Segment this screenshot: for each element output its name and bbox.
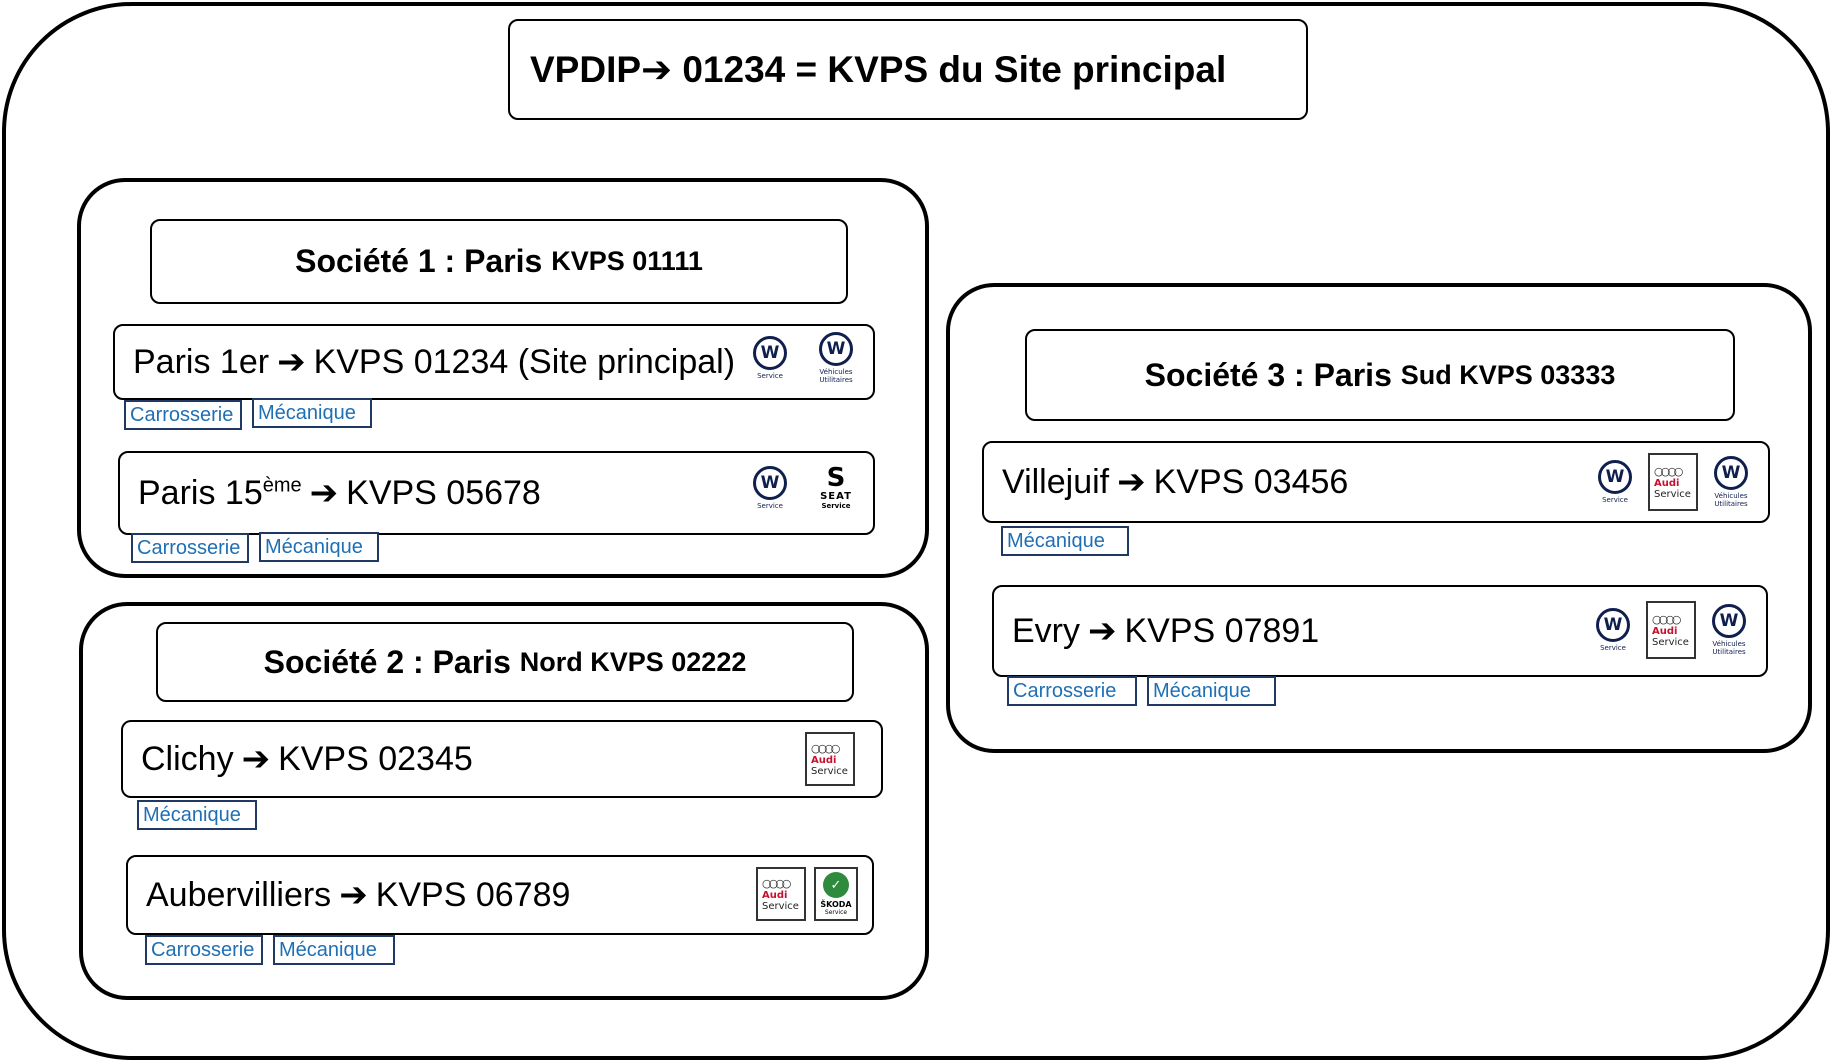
- brand-logos: ○○○○ Audi Service: [805, 732, 855, 786]
- vw-service-logo: W Service: [743, 465, 797, 510]
- site-name: Aubervilliers: [146, 875, 332, 914]
- site-kvps: KVPS 06789: [375, 875, 571, 914]
- audi-service-logo: ○○○○ Audi Service: [805, 732, 855, 786]
- main-title-box: VPDIP ➔ 01234 = KVPS du Site principal: [508, 19, 1308, 120]
- site-villejuif: Villejuif ➔ KVPS 03456 W Service ○○○○ Au…: [982, 441, 1770, 523]
- tag-carrosserie: Carrosserie: [1007, 676, 1137, 706]
- audi-service-logo: ○○○○ Audi Service: [1648, 453, 1698, 511]
- seat-service-logo: S SEAT Service: [820, 463, 852, 510]
- tag-mecanique: Mécanique: [273, 935, 395, 965]
- site-clichy: Clichy ➔ KVPS 02345 ○○○○ Audi Service: [121, 720, 883, 798]
- vw-service-logo: W Service: [1588, 460, 1642, 504]
- site-kvps: KVPS 03456: [1153, 462, 1349, 501]
- brand-logos: W Service S SEAT Service: [743, 465, 863, 510]
- vw-logo-icon: W: [1598, 460, 1632, 494]
- arrow-right-icon: ➔: [339, 876, 368, 914]
- site-aubervilliers: Aubervilliers ➔ KVPS 06789 ○○○○ Audi Ser…: [126, 855, 874, 935]
- vw-logo-icon: W: [753, 336, 787, 370]
- tag-mecanique: Mécanique: [252, 398, 372, 428]
- seat-logo-icon: S: [826, 463, 846, 493]
- tag-carrosserie: Carrosserie: [124, 400, 242, 430]
- vw-logo-icon: W: [1714, 456, 1748, 490]
- societe-1-group: [77, 178, 929, 578]
- tag-mecanique: Mécanique: [1147, 676, 1276, 706]
- arrow-right-icon: ➔: [641, 49, 673, 90]
- site-name: Paris 1er: [133, 342, 270, 381]
- tag-mecanique: Mécanique: [1001, 526, 1129, 556]
- site-evry: Evry ➔ KVPS 07891 W Service ○○○○ Audi Se…: [992, 585, 1768, 677]
- tag-mecanique: Mécanique: [137, 800, 257, 830]
- audi-rings-icon: ○○○○: [762, 876, 791, 890]
- arrow-right-icon: ➔: [1088, 612, 1117, 650]
- tag-carrosserie: Carrosserie: [145, 935, 263, 965]
- societe-2-group: [79, 602, 929, 1000]
- vw-service-logo: W Service: [743, 336, 797, 380]
- audi-rings-icon: ○○○○: [1654, 464, 1683, 478]
- audi-rings-icon: ○○○○: [811, 741, 840, 755]
- tag-mecanique: Mécanique: [259, 532, 379, 562]
- site-name: Villejuif: [1002, 462, 1110, 501]
- vw-logo-icon: W: [753, 465, 787, 500]
- arrow-right-icon: ➔: [277, 343, 306, 381]
- arrow-right-icon: ➔: [1117, 463, 1146, 501]
- societe-3-title: Société 3 : Paris Sud KVPS 03333: [1025, 329, 1735, 421]
- societe-2-title: Société 2 : Paris Nord KVPS 02222: [156, 622, 854, 702]
- site-kvps: KVPS 07891: [1124, 611, 1320, 650]
- vw-logo-icon: W: [1596, 608, 1630, 642]
- vw-logo-icon: W: [819, 332, 853, 366]
- site-name: Paris 15ème: [138, 473, 302, 512]
- societe-3-group: [946, 283, 1812, 753]
- vw-service-logo: W Service: [1586, 608, 1640, 652]
- arrow-right-icon: ➔: [241, 740, 271, 778]
- main-title-right: 01234 = KVPS du Site principal: [672, 48, 1227, 90]
- audi-service-logo: ○○○○ Audi Service: [756, 867, 806, 921]
- brand-logos: ○○○○ Audi Service ✓ ŠKODA Service: [756, 867, 858, 921]
- site-name: Evry: [1012, 611, 1080, 650]
- vw-logo-icon: W: [1712, 604, 1746, 638]
- site-name: Clichy: [141, 739, 234, 778]
- skoda-service-logo: ✓ ŠKODA Service: [814, 867, 858, 921]
- skoda-logo-icon: ✓: [823, 872, 849, 898]
- audi-rings-icon: ○○○○: [1652, 612, 1681, 626]
- site-kvps: KVPS 01234 (Site principal): [313, 342, 736, 381]
- arrow-right-icon: ➔: [309, 474, 339, 512]
- site-paris-15: Paris 15ème ➔ KVPS 05678 W Service S SEA…: [118, 451, 875, 535]
- tag-carrosserie: Carrosserie: [131, 533, 249, 563]
- site-paris-1er: Paris 1er ➔ KVPS 01234 (Site principal) …: [113, 324, 875, 400]
- societe-1-title: Société 1 : Paris KVPS 01111: [150, 219, 848, 304]
- site-kvps: KVPS 02345: [278, 739, 473, 778]
- site-kvps: KVPS 05678: [346, 473, 541, 512]
- audi-service-logo: ○○○○ Audi Service: [1646, 601, 1696, 659]
- main-title-left: VPDIP: [530, 48, 642, 90]
